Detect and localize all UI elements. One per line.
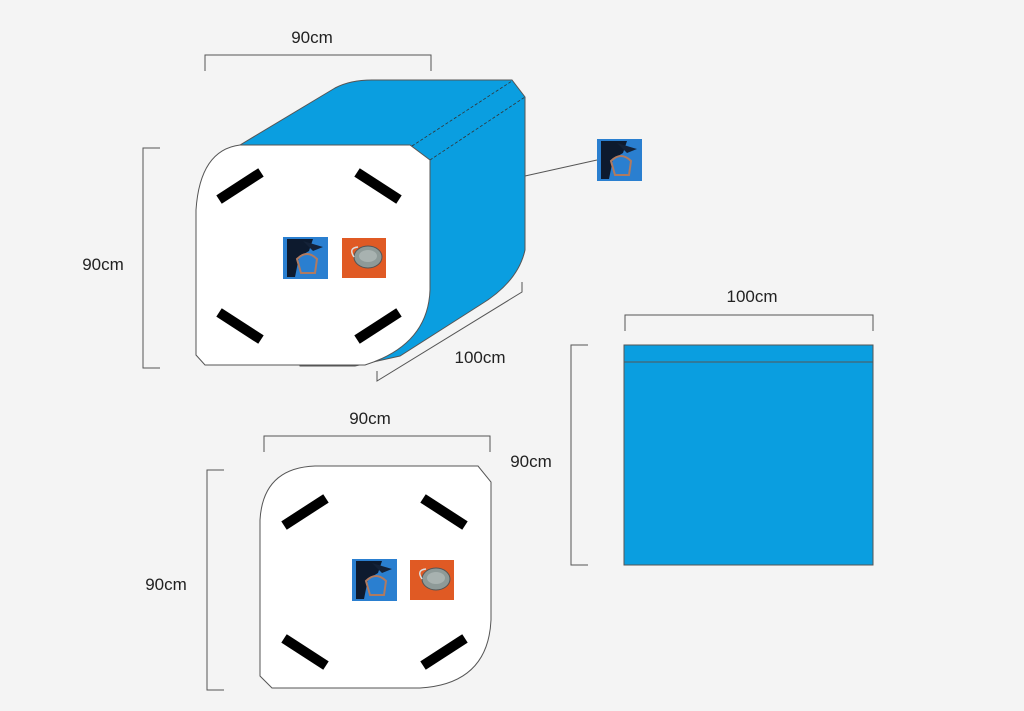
handle-photo-icon <box>282 236 329 280</box>
callout-line <box>524 159 598 177</box>
dimension-lines <box>142 54 874 691</box>
front-width-label: 90cm <box>349 409 391 428</box>
handle-photo-icon <box>351 558 398 602</box>
front-height-label: 90cm <box>145 575 187 594</box>
iso-width-label: 90cm <box>291 28 333 47</box>
iso-depth-label: 100cm <box>454 348 506 367</box>
seam-line <box>429 96 526 161</box>
side-view-panel <box>623 344 874 566</box>
valve-photo-icon <box>409 559 455 601</box>
valve-photo-icon <box>341 237 387 279</box>
side-height-label: 90cm <box>510 452 552 471</box>
front-view-panel <box>259 465 492 689</box>
handle-photo-icon <box>596 138 643 182</box>
side-width-label: 100cm <box>726 287 778 306</box>
iso-height-label: 90cm <box>82 255 124 274</box>
isometric-box <box>195 79 643 367</box>
